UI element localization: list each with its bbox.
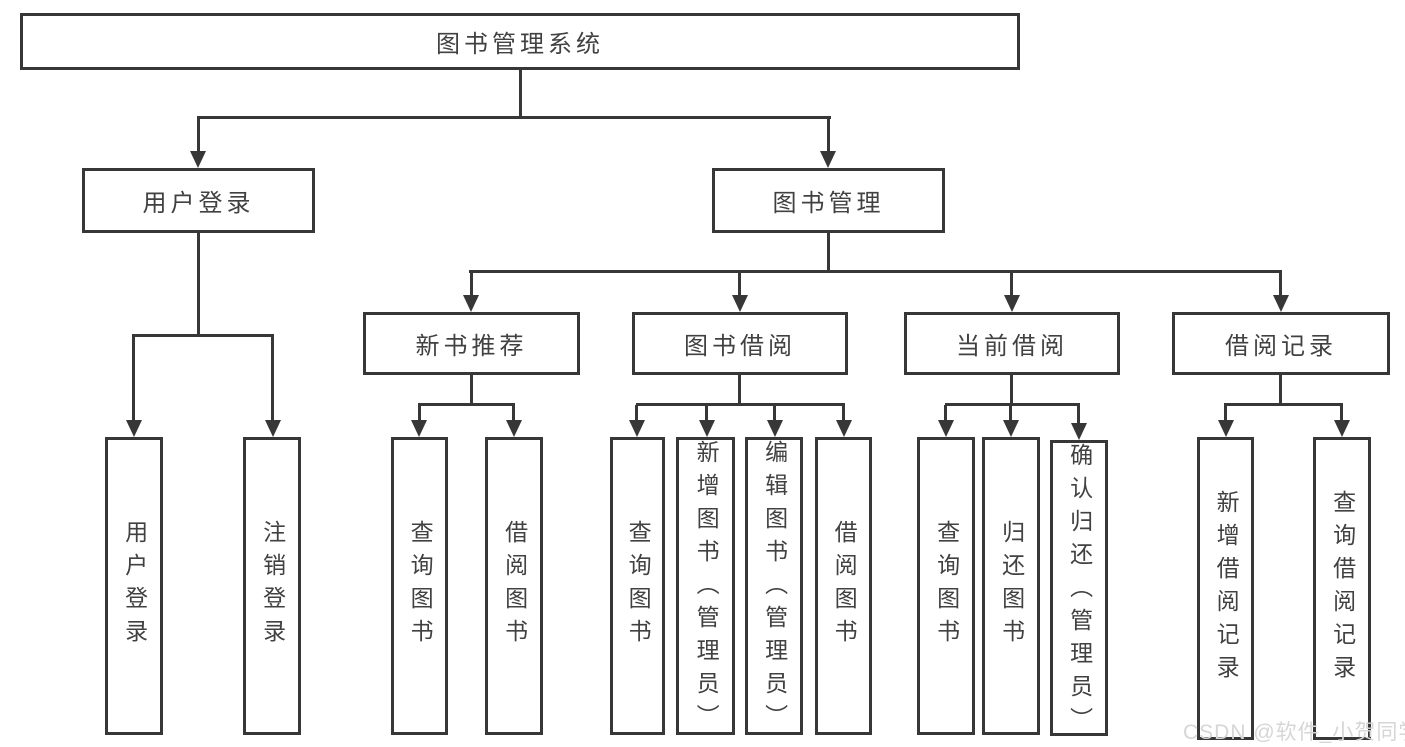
node-label: 当前借阅 bbox=[956, 333, 1068, 360]
node-label: 用户登录 bbox=[142, 190, 255, 217]
node-current-borrowing: 当前借阅 bbox=[904, 312, 1120, 375]
connector-line bbox=[1340, 405, 1343, 420]
leaf-query-books: 查询图书 bbox=[391, 437, 448, 735]
node-new-book-recommendation: 新书推荐 bbox=[363, 312, 580, 375]
arrow-down-icon bbox=[1004, 295, 1020, 312]
connector-line bbox=[197, 116, 831, 119]
connector-line bbox=[1077, 405, 1080, 423]
connector-line bbox=[1224, 403, 1343, 406]
arrow-down-icon bbox=[1273, 295, 1289, 312]
node-borrowing-records: 借阅记录 bbox=[1172, 312, 1390, 375]
arrow-down-icon bbox=[1071, 423, 1087, 440]
leaf-add-book-admin: 新增图书（管理员） bbox=[676, 437, 735, 737]
leaf-confirm-return-admin: 确认归还（管理员） bbox=[1050, 440, 1108, 740]
connector-line bbox=[418, 403, 515, 406]
arrow-down-icon bbox=[820, 151, 836, 168]
arrow-down-icon bbox=[1003, 420, 1019, 437]
arrow-down-icon bbox=[767, 420, 783, 437]
watermark: CSDN @软件_小贺同学 bbox=[1183, 721, 1405, 744]
connector-line bbox=[636, 403, 845, 406]
leaf-logout: 注销登录 bbox=[243, 437, 301, 735]
node-label: 借阅图书 bbox=[501, 520, 528, 652]
leaf-query-books: 查询图书 bbox=[610, 437, 665, 735]
node-label: 图书借阅 bbox=[684, 333, 796, 360]
connector-line bbox=[197, 233, 200, 336]
connector-line bbox=[1010, 272, 1013, 296]
arrow-down-icon bbox=[732, 295, 748, 312]
leaf-borrow-books: 借阅图书 bbox=[815, 437, 872, 735]
node-label: 新书推荐 bbox=[415, 333, 528, 360]
leaf-return-books: 归还图书 bbox=[982, 437, 1040, 735]
node-label: 查询图书 bbox=[933, 520, 960, 652]
connector-line bbox=[519, 70, 522, 118]
arrow-down-icon bbox=[1334, 420, 1350, 437]
arrow-down-icon bbox=[190, 151, 206, 168]
connector-line bbox=[271, 336, 274, 420]
connector-line bbox=[1224, 405, 1227, 420]
node-label: 图书管理 bbox=[772, 190, 885, 217]
connector-line bbox=[842, 405, 845, 420]
connector-line bbox=[635, 405, 638, 420]
arrow-down-icon bbox=[506, 420, 522, 437]
connector-line bbox=[738, 272, 741, 296]
connector-line bbox=[418, 405, 421, 420]
arrow-down-icon bbox=[265, 420, 281, 437]
node-label: 查询图书 bbox=[625, 520, 652, 652]
connector-line bbox=[132, 334, 274, 337]
leaf-query-borrow-record: 查询借阅记录 bbox=[1313, 437, 1371, 740]
leaf-query-books: 查询图书 bbox=[917, 437, 975, 735]
connector-line bbox=[197, 118, 200, 152]
leaf-edit-book-admin: 编辑图书（管理员） bbox=[745, 437, 803, 737]
node-label: 确认归还（管理员） bbox=[1066, 443, 1093, 740]
arrow-down-icon bbox=[463, 295, 479, 312]
leaf-borrow-books: 借阅图书 bbox=[485, 437, 543, 735]
arrow-down-icon bbox=[699, 420, 715, 437]
connector-line bbox=[773, 405, 776, 420]
connector-line bbox=[1009, 405, 1012, 420]
connector-line bbox=[705, 405, 708, 420]
node-label: 编辑图书（管理员） bbox=[761, 440, 788, 737]
connector-line bbox=[738, 375, 741, 405]
arrow-down-icon bbox=[938, 420, 954, 437]
node-label: 查询借阅记录 bbox=[1329, 489, 1356, 688]
node-label: 归还图书 bbox=[998, 520, 1025, 652]
connector-line bbox=[470, 272, 473, 296]
connector-line bbox=[945, 403, 1080, 406]
arrow-down-icon bbox=[411, 420, 427, 437]
connector-line bbox=[512, 405, 515, 420]
connector-line bbox=[132, 336, 135, 420]
node-label: 新增借阅记录 bbox=[1213, 489, 1240, 688]
node-book-borrowing: 图书借阅 bbox=[632, 312, 848, 375]
node-label: 借阅图书 bbox=[831, 520, 858, 652]
connector-line bbox=[469, 270, 1282, 273]
node-library-management-system: 图书管理系统 bbox=[20, 13, 1020, 70]
connector-line bbox=[1279, 375, 1282, 405]
arrow-down-icon bbox=[126, 420, 142, 437]
arrow-down-icon bbox=[1218, 420, 1234, 437]
node-label: 新增图书（管理员） bbox=[693, 440, 720, 737]
connector-line bbox=[827, 118, 830, 152]
node-label: 用户登录 bbox=[121, 520, 148, 652]
node-label: 图书管理系统 bbox=[436, 31, 604, 58]
arrow-down-icon bbox=[836, 420, 852, 437]
node-book-management: 图书管理 bbox=[712, 168, 945, 233]
node-label: 借阅记录 bbox=[1225, 333, 1337, 360]
node-label: 注销登录 bbox=[259, 520, 286, 652]
connector-line bbox=[827, 233, 830, 272]
connector-line bbox=[470, 375, 473, 405]
leaf-add-borrow-record: 新增借阅记录 bbox=[1197, 437, 1254, 740]
connector-line bbox=[944, 405, 947, 420]
connector-line bbox=[1010, 375, 1013, 405]
arrow-down-icon bbox=[629, 420, 645, 437]
node-label: 查询图书 bbox=[407, 520, 434, 652]
connector-line bbox=[1279, 272, 1282, 296]
node-user-login: 用户登录 bbox=[82, 168, 315, 233]
leaf-user-login: 用户登录 bbox=[105, 437, 163, 735]
